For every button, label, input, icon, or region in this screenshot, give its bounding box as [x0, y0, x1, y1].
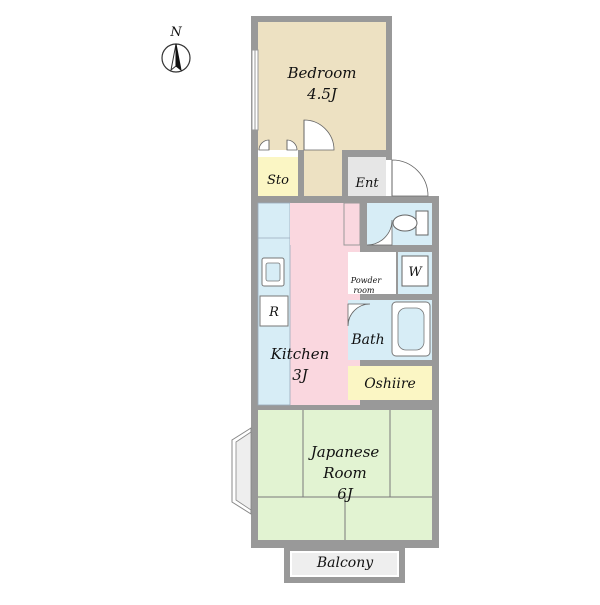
bay-window-glass — [235, 431, 252, 511]
compass-label: N — [169, 25, 182, 40]
storage-label: Sto — [267, 173, 289, 188]
balcony-floor — [292, 553, 397, 575]
entrance-door-gap — [386, 160, 392, 196]
refrigerator-box — [259, 295, 289, 327]
hallway-floor — [304, 150, 342, 196]
washer-label: W — [408, 265, 423, 280]
oshiire-floor — [348, 366, 432, 400]
washer-box — [401, 255, 429, 287]
bedroom-label: Bedroom — [287, 64, 357, 82]
japanese-room-size-label: 6J — [337, 485, 354, 503]
bath-door — [347, 303, 371, 327]
storage-floor — [258, 157, 298, 196]
north-compass: N — [161, 25, 191, 73]
toilet-bowl — [392, 214, 418, 232]
powder-room-label-line2: room — [353, 286, 374, 295]
bedroom-size-label: 4.5J — [306, 85, 338, 103]
entrance-door — [391, 159, 429, 197]
toilet-tank — [415, 210, 429, 236]
storage-door-gap — [258, 150, 298, 157]
japanese-room-label-line1: Japanese — [308, 443, 380, 461]
powder-room-floor — [348, 252, 396, 294]
kitchen-label: Kitchen — [270, 345, 330, 363]
kitchen-size-label: 3J — [292, 366, 309, 384]
japanese-room-label-line2: Room — [322, 464, 367, 482]
entrance-floor — [348, 157, 386, 196]
compass-arrow-right — [175, 43, 182, 72]
refrigerator-label: R — [268, 305, 279, 320]
powder-room-label-line1: Powder — [350, 276, 383, 285]
sink-basin — [265, 262, 281, 282]
kitchen-nook — [343, 202, 361, 246]
bay-window — [231, 427, 252, 515]
toilet-icon — [392, 210, 429, 236]
balcony-label: Balcony — [316, 555, 374, 571]
oshiire-label: Oshiire — [364, 376, 416, 392]
bathtub-basin — [397, 307, 425, 351]
bedroom-door — [303, 119, 335, 151]
kitchen-upper-floor — [290, 203, 344, 245]
toilet-door — [366, 219, 393, 246]
tatami-lines — [258, 410, 432, 540]
bath-label: Bath — [350, 332, 384, 348]
entrance-label: Ent — [354, 176, 379, 191]
